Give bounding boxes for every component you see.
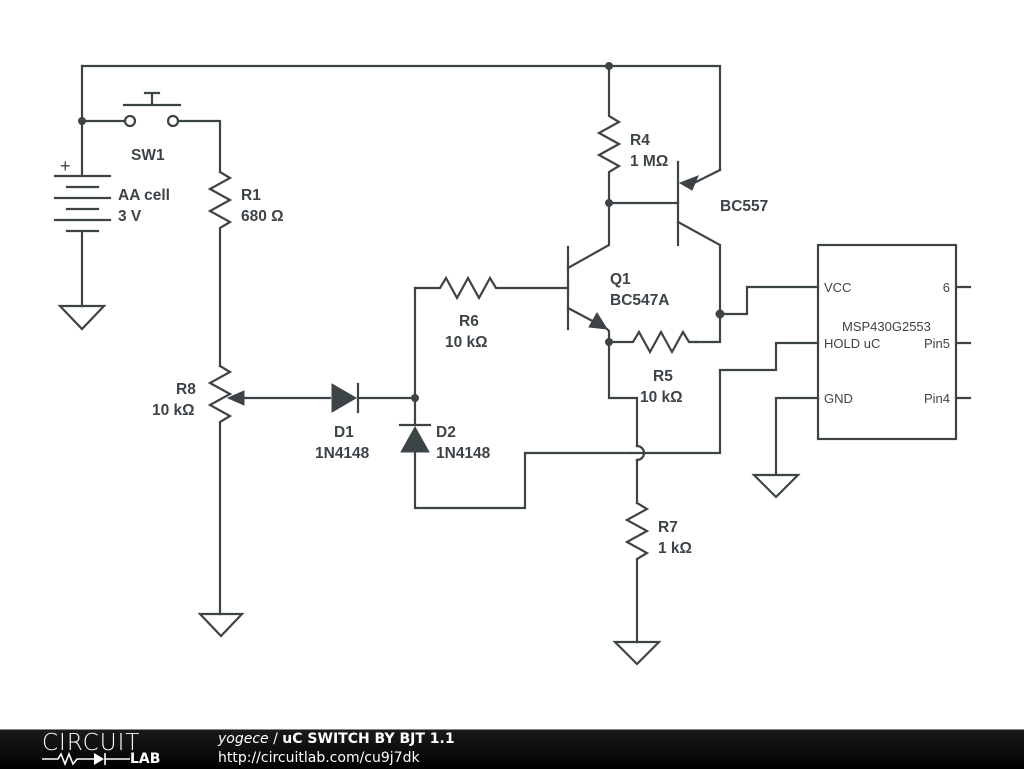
circuit-url[interactable]: http://circuitlab.com/cu9j7dk [218,750,420,766]
sw1-label: SW1 [131,147,165,164]
circuit-name: uC SWITCH BY BJT 1.1 [282,731,455,747]
mcu-pin-5: Pin5 [924,336,950,351]
r5-label: R5 [653,368,673,385]
r5-value: 10 kΩ [640,389,683,406]
q1-label: Q1 [610,271,631,288]
footer-bar: CIRCUIT LAB yogece / uC SWITCH BY BJT 1.… [0,729,1024,769]
q1-model: BC547A [610,292,669,309]
mcu-pin-vcc: VCC [824,280,851,295]
wires-mcu [628,285,972,499]
d1-diode[interactable] [331,382,417,414]
mcu-part-label: MSP430G2553 [842,319,931,334]
title-separator: / [268,731,283,747]
battery-symbol[interactable] [53,174,112,331]
battery-polarity: + [60,156,71,176]
r6-label: R6 [459,313,479,330]
r1-label: R1 [241,187,261,204]
author-link[interactable]: yogece [218,731,269,747]
d1-label: D1 [334,424,354,441]
r7-value: 1 kΩ [658,540,692,557]
r4-value: 1 MΩ [630,153,668,170]
r7-label: R7 [658,519,678,536]
mcu-pin-6: 6 [943,280,950,295]
r6-value: 10 kΩ [445,334,488,351]
r6-resistor[interactable] [413,275,570,301]
q2-model: BC557 [720,198,768,215]
battery-label: AA cell [118,187,170,204]
r1-resistor[interactable] [207,170,233,368]
mcu-pin-gnd: GND [824,391,853,406]
schematic-canvas: SW1 + AA cell 3 V R1 680 Ω R8 10 kΩ D1 1… [53,62,972,666]
q1-transistor[interactable] [566,201,646,505]
circuitlab-logo[interactable]: CIRCUIT LAB [42,730,177,768]
r5-resistor[interactable] [607,329,698,355]
sw1-switch[interactable] [80,91,222,174]
r1-value: 680 Ω [241,208,284,225]
d2-diode[interactable] [398,286,632,510]
d2-label: D2 [436,424,456,441]
circuit-title: yogece / uC SWITCH BY BJT 1.1 [218,731,455,747]
d1-model: 1N4148 [315,445,370,462]
logo-resistor-diode-icon [42,752,130,766]
q2-transistor[interactable] [607,160,722,344]
d2-model: 1N4148 [436,445,491,462]
mcu-chip[interactable] [816,243,958,441]
mcu-pin-hold: HOLD uC [824,336,880,351]
logo-text-circuit: CIRCUIT [42,730,141,756]
battery-value: 3 V [118,208,142,225]
r8-label: R8 [176,381,196,398]
r4-resistor[interactable] [596,64,622,205]
r7-resistor[interactable] [612,501,662,666]
logo-text-lab: LAB [130,751,161,767]
r4-label: R4 [630,132,650,149]
r8-value: 10 kΩ [152,402,195,419]
mcu-pin-4: Pin4 [924,391,950,406]
r8-potentiometer[interactable] [197,364,332,638]
